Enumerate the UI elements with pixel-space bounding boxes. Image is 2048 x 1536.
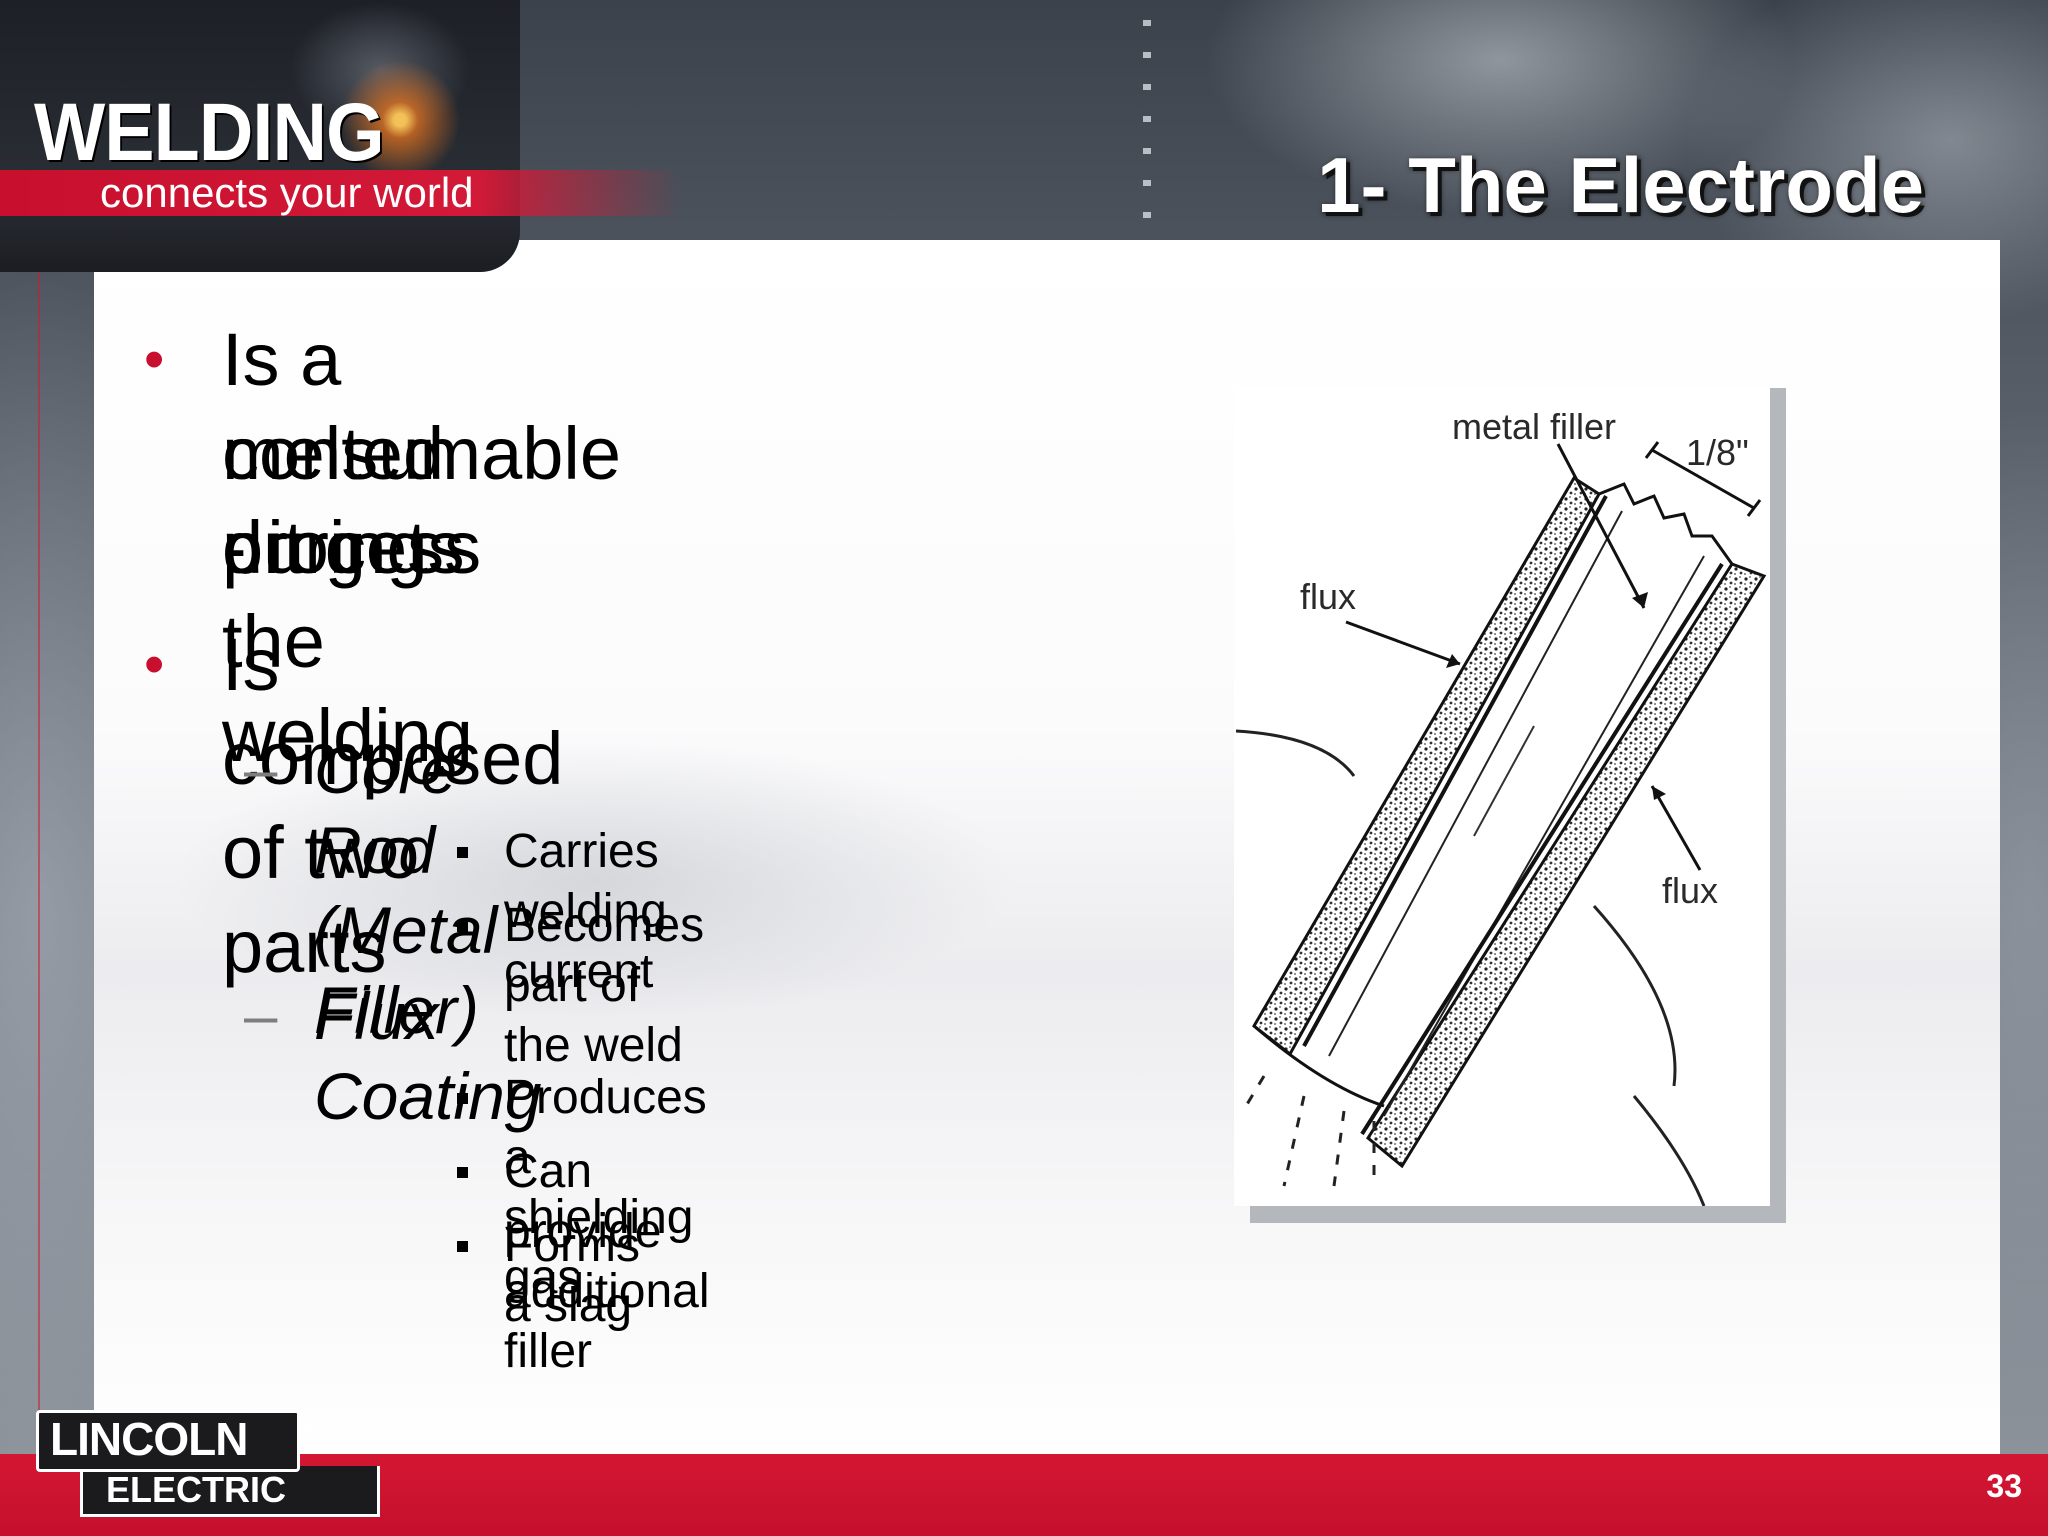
label-metal-filler: metal filler	[1452, 406, 1617, 447]
label-flux-left: flux	[1300, 576, 1357, 617]
square-bullet	[457, 847, 468, 858]
electrode-illustration	[1235, 441, 1767, 1206]
bullet-text: Is composed of two parts	[222, 623, 564, 988]
smoke-haze	[94, 700, 1254, 1120]
square-bullet	[457, 1093, 468, 1104]
slide-title: 1- The Electrode	[1317, 141, 1924, 229]
sub-bullet-text: Produces a shielding gas	[504, 1071, 707, 1304]
logo-lower-box	[80, 1466, 380, 1517]
bullet-marker: •	[144, 327, 165, 392]
section-heading-flux-coating: Flux Coating	[314, 979, 542, 1133]
label-flux-right: flux	[1662, 870, 1719, 911]
logo-lincoln: LINCOLN	[50, 1413, 248, 1465]
logo-electric: ELECTRIC	[106, 1469, 286, 1510]
sub-bullet-text: Can provide additional filler	[504, 1145, 710, 1378]
dash-marker: –	[244, 736, 278, 803]
bullet-text: process	[222, 506, 482, 589]
sub-bullet-text: Carries welding current	[504, 825, 667, 998]
dash-marker: –	[244, 982, 278, 1049]
square-bullet	[457, 1167, 468, 1178]
page-number: 33	[1986, 1468, 2022, 1504]
sub-bullet-text: Becomes part of the weld	[504, 899, 705, 1072]
sub-bullet-text: Forms a slag	[504, 1219, 640, 1332]
square-bullet	[457, 1241, 468, 1252]
brand-welding: WELDING	[34, 87, 385, 178]
logo-upper-box	[36, 1410, 300, 1472]
brand-red-bar	[0, 170, 680, 216]
bullet-marker: •	[144, 632, 165, 697]
dotted-divider	[1143, 20, 1151, 240]
sparks-image	[340, 50, 460, 170]
brand-tagline: connects your world	[100, 169, 474, 216]
red-guide-line	[38, 0, 40, 1460]
electrode-diagram: metal filler 1/8" flux flux	[1234, 386, 1770, 1206]
bullet-text: Is a consumable - it gets	[222, 318, 622, 589]
square-bullet	[457, 921, 468, 932]
label-diameter: 1/8"	[1686, 432, 1749, 473]
registered-mark: ®	[304, 1418, 321, 1443]
bullet-text: melted during the welding	[222, 412, 473, 777]
lincoln-electric-logo: LINCOLN ® ELECTRIC	[36, 1410, 380, 1517]
